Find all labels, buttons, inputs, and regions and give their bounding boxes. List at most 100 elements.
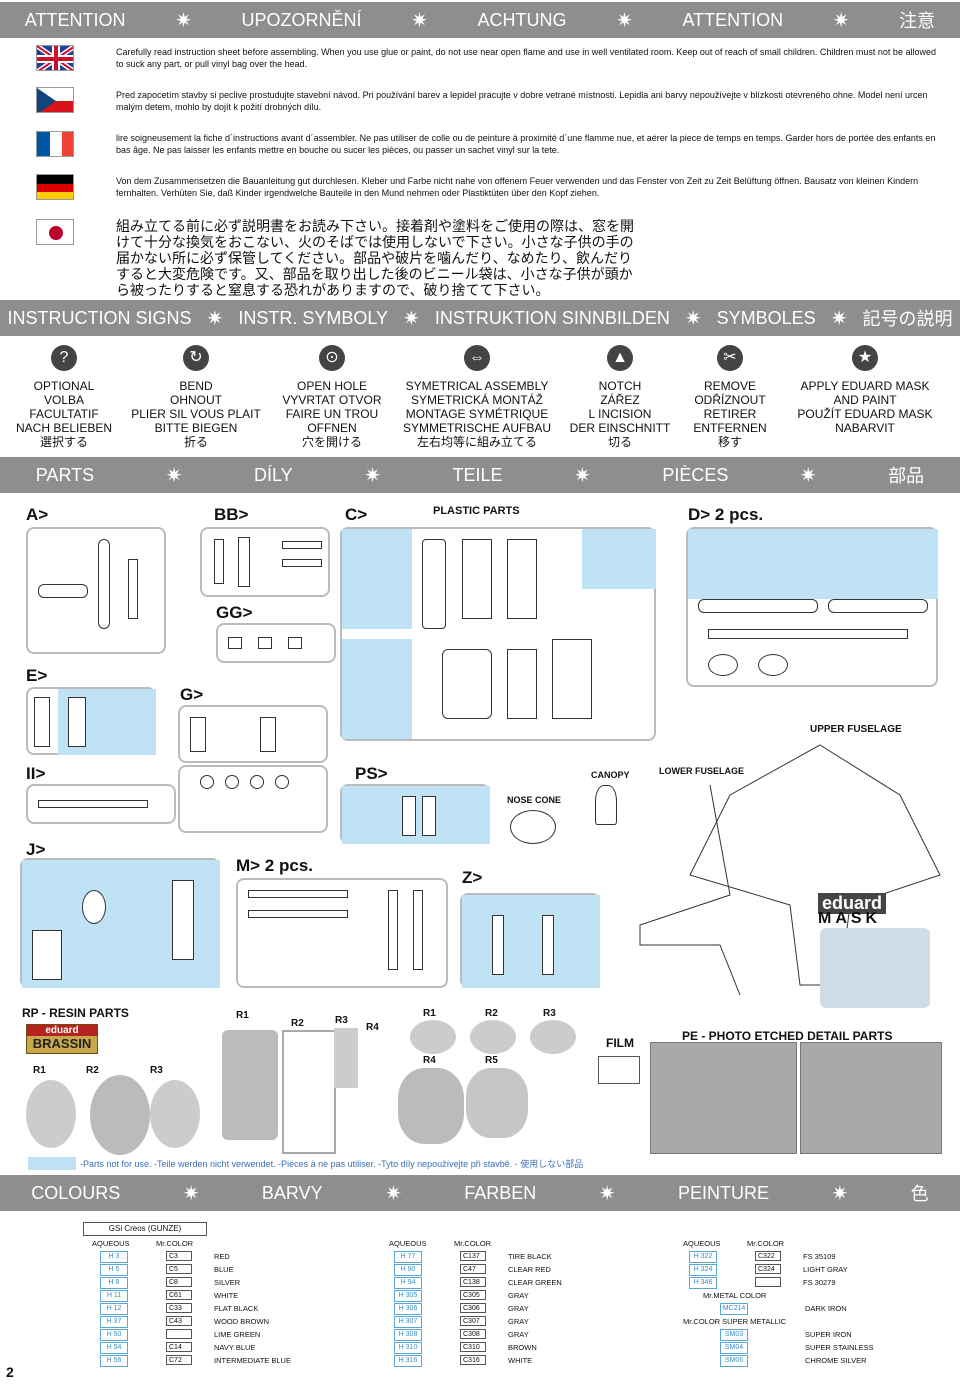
colours-de: FARBEN (464, 1182, 537, 1203)
eduard-mask-word: MASK (818, 910, 882, 927)
super-header: Mr.COLOR SUPER METALLIC (683, 1317, 787, 1326)
sprue-gg-label: GG> (216, 603, 253, 622)
sign-icon: ▲ (607, 345, 633, 371)
sign-line: 左右均等に組み立てる (416, 435, 537, 449)
mrcolor-code: C8 (166, 1277, 192, 1287)
resin-mid-r4: R4 (366, 1022, 379, 1033)
colour-name: NAVY BLUE (214, 1343, 256, 1352)
colour-name: BROWN (508, 1343, 537, 1352)
resin-nozzle-2 (466, 1068, 528, 1138)
signs-jp: 記号の説明 (862, 309, 953, 329)
mrcolor-code: C316 (460, 1355, 486, 1365)
sign-line: PLIER SIL VOUS PLAIT (131, 407, 261, 421)
metal-name: DARK IRON (805, 1304, 847, 1313)
metal-code: SM03 (720, 1329, 748, 1341)
sign-line: MONTAGE SYMÉTRIQUE (405, 407, 549, 421)
colour-name: WOOD BROWN (214, 1317, 269, 1326)
lower-fuselage-label: LOWER FUSELAGE (659, 766, 744, 776)
colour-name: WHITE (214, 1291, 239, 1300)
mrcolor-code: C72 (166, 1355, 192, 1365)
page-number: 2 (6, 1364, 14, 1380)
aqueous-code: H 56 (100, 1355, 128, 1367)
resin-right-r3: R3 (543, 1008, 556, 1019)
signs-cz: INSTR. SYMBOLY (238, 307, 389, 328)
metal-name: CHROME SILVER (805, 1356, 867, 1365)
colour-name: WHITE (508, 1356, 533, 1365)
resin-nozzle-1 (398, 1068, 464, 1144)
sprue-c (340, 527, 656, 741)
sign-line: OHNOUT (170, 393, 222, 407)
resin-disc-1 (410, 1020, 456, 1054)
colours-cz: BARVY (261, 1182, 323, 1203)
colour-name: CLEAR GREEN (508, 1278, 562, 1287)
resin-wheel-3 (150, 1080, 200, 1148)
sprue-d (686, 527, 938, 687)
japan-flag-icon (36, 219, 74, 245)
parts-fr: PIÈCES (662, 464, 729, 485)
sign-line: VYVRTAT OTVOR (282, 393, 382, 407)
aqueous-code: H 307 (394, 1316, 422, 1328)
mrcolor-code: C306 (460, 1303, 486, 1313)
sprue-e-label: E> (26, 666, 48, 685)
resin-parts-label: RP - RESIN PARTS (22, 1006, 129, 1020)
colour-name: GRAY (508, 1304, 529, 1313)
parts-de: TEILE (452, 464, 503, 485)
sprue-j (20, 858, 220, 988)
sign-line: NOTCH (598, 379, 642, 393)
mr-header-1: Mr.COLOR (156, 1239, 194, 1248)
resin-r1-label: R1 (33, 1065, 46, 1076)
mrcolor-code: C137 (460, 1251, 486, 1261)
aqueous-code: H 8 (100, 1277, 128, 1289)
aq-header-2: AQUEOUS (389, 1239, 427, 1248)
sign-line: BEND (179, 379, 213, 393)
sign-icon: ⇔ (464, 345, 490, 371)
sign-icon: ⊙ (319, 345, 345, 371)
resin-pins (334, 1028, 358, 1088)
sign-line: 切る (607, 435, 632, 449)
colour-name: GRAY (508, 1291, 529, 1300)
sign-line: 折る (183, 435, 208, 449)
metal-code: SM04 (720, 1342, 748, 1354)
uk-flag-icon (36, 45, 74, 71)
aqueous-code: H 50 (100, 1329, 128, 1341)
plastic-parts-label: PLASTIC PARTS (433, 505, 520, 517)
aqueous-code: H 306 (394, 1303, 422, 1315)
attention-de: ACHTUNG (477, 9, 567, 30)
sign-line: SYMETRICAL ASSEMBLY (405, 379, 549, 393)
not-for-use-legend: -Parts not for use. -Teile werden nicht … (80, 1159, 584, 1169)
mrcolor-code: C322 (755, 1251, 781, 1261)
sprue-ii-label: II> (26, 764, 46, 783)
aqueous-code: H 3 (100, 1251, 128, 1263)
nose-cone-label: NOSE CONE (507, 795, 562, 805)
colour-name: LIGHT GRAY (803, 1265, 848, 1274)
aqueous-code: H 305 (394, 1290, 422, 1302)
sign-line: DER EINSCHNITT (569, 421, 671, 435)
mr-header-3: Mr.COLOR (747, 1239, 785, 1248)
aqueous-code: H 322 (689, 1251, 717, 1263)
sign-line: ZÁŘEZ (600, 393, 640, 407)
sign-line: SYMETRICKÁ MONTÁŽ (410, 393, 543, 407)
sprue-m (236, 878, 448, 988)
czech-flag-icon (36, 87, 74, 113)
film-sheet (598, 1056, 640, 1084)
metal-name: SUPER IRON (805, 1330, 852, 1339)
aqueous-code: H 94 (394, 1277, 422, 1289)
resin-frame (282, 1030, 336, 1154)
aqueous-code: H 54 (100, 1342, 128, 1354)
mrcolor-code (166, 1329, 192, 1339)
resin-right-r5: R5 (485, 1055, 498, 1066)
mrcolor-code: C324 (755, 1264, 781, 1274)
sign-icon: ? (51, 345, 77, 371)
